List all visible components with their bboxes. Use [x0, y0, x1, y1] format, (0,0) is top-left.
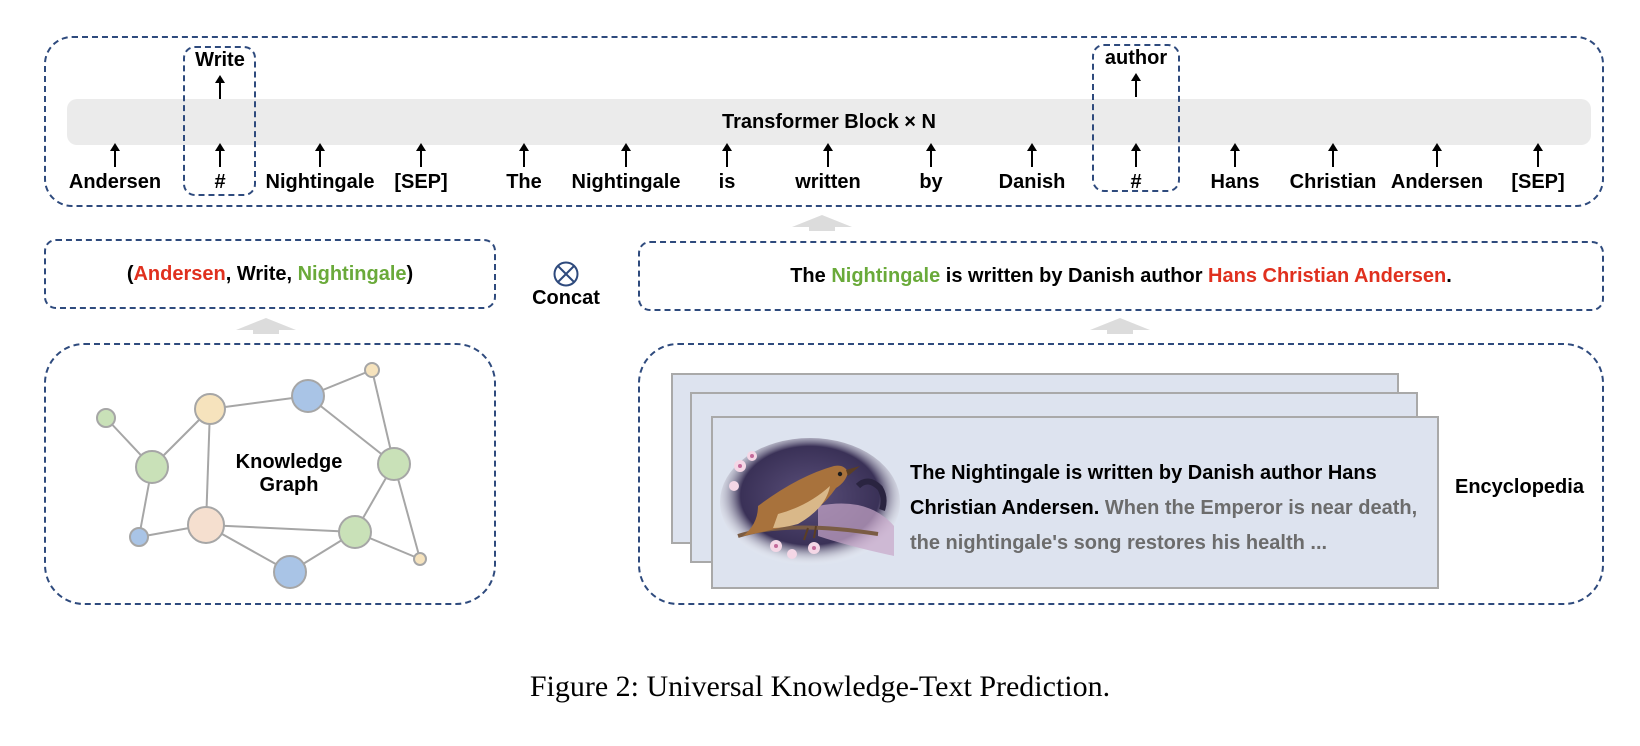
graph-node [129, 527, 149, 547]
graph-node [273, 555, 307, 589]
prediction-author: author [1104, 47, 1168, 69]
token-arrow [110, 143, 120, 167]
input-token: Nightingale [571, 171, 681, 193]
knowledge-graph-label-line1: Knowledge [235, 451, 343, 473]
input-token: is [718, 171, 736, 193]
triple-head-entity: Andersen [133, 262, 226, 285]
graph-node [364, 362, 380, 378]
encyclopedia-text-bold: The Nightingale is written by Danish aut… [910, 462, 1377, 519]
input-token: # [214, 171, 226, 193]
prediction-write: Write [195, 49, 245, 71]
input-token: Christian [1289, 171, 1377, 193]
token-arrow [1533, 143, 1543, 167]
token-arrow [823, 143, 833, 167]
input-token: Andersen [1390, 171, 1484, 193]
input-token: [SEP] [1511, 171, 1565, 193]
encyclopedia-text-gray: When the Emperor is near death, the nigh… [910, 497, 1418, 554]
transformer-block-label: Transformer Block × N [722, 110, 936, 133]
knowledge-graph-panel [44, 343, 496, 605]
knowledge-graph-label-line2: Graph [259, 474, 319, 496]
graph-node [291, 379, 325, 413]
up-arrow-to-transformer [792, 215, 852, 231]
graph-node [377, 447, 411, 481]
triple-text: (Andersen, Write, Nightingale) [44, 239, 496, 309]
input-token: Andersen [68, 171, 162, 193]
token-arrow [1230, 143, 1240, 167]
triple-close: ) [406, 262, 414, 285]
graph-node [96, 408, 116, 428]
input-token: [SEP] [394, 171, 448, 193]
sentence-part-2: is written by Danish author [940, 264, 1209, 287]
encyclopedia-panel [638, 343, 1604, 605]
encyclopedia-text: The Nightingale is written by Danish aut… [910, 456, 1435, 561]
token-arrow [416, 143, 426, 167]
input-token: The [506, 171, 542, 193]
prediction-arrow-write [215, 75, 225, 99]
nightingale-bird-image [720, 438, 900, 566]
triple-relation: , Write, [225, 262, 298, 285]
mask-box-write [183, 46, 256, 196]
triple-box [44, 239, 496, 309]
token-arrow [315, 143, 325, 167]
sentence-part-3: . [1446, 264, 1452, 287]
input-token: written [795, 171, 861, 193]
input-token: Nightingale [265, 171, 375, 193]
input-token: Danish [998, 171, 1066, 193]
mask-box-author [1092, 44, 1180, 192]
input-token: by [919, 171, 943, 193]
graph-node [187, 506, 225, 544]
knowledge-graph-label: Knowledge Graph [219, 451, 359, 497]
token-arrow [1328, 143, 1338, 167]
token-arrow [1131, 143, 1141, 167]
triple-open: ( [126, 262, 134, 285]
token-arrow [1027, 143, 1037, 167]
sentence-box [638, 241, 1604, 311]
concat-icon [553, 261, 579, 287]
sentence-part-1: The [790, 264, 832, 287]
sentence-entity-nightingale: Nightingale [831, 264, 941, 287]
token-arrow [1432, 143, 1442, 167]
transformer-panel [44, 36, 1604, 207]
transformer-block: Transformer Block × N [67, 99, 1591, 145]
sentence-entity-andersen: Hans Christian Andersen [1208, 264, 1447, 287]
graph-node [338, 515, 372, 549]
graph-node [135, 450, 169, 484]
token-arrow [519, 143, 529, 167]
knowledge-graph [96, 362, 427, 589]
token-arrow [215, 143, 225, 167]
input-token: # [1130, 171, 1142, 193]
encyclopedia-label: Encyclopedia [1455, 476, 1584, 498]
figure-caption: Figure 2: Universal Knowledge-Text Predi… [529, 670, 1111, 703]
up-arrow-from-graph [236, 318, 296, 334]
sentence-text: The Nightingale is written by Danish aut… [638, 241, 1604, 311]
triple-tail-entity: Nightingale [297, 262, 407, 285]
token-arrow [621, 143, 631, 167]
token-arrow [722, 143, 732, 167]
graph-node [194, 393, 226, 425]
concat-label: Concat [532, 287, 600, 309]
prediction-arrow-author [1131, 73, 1141, 97]
input-token: Hans [1210, 171, 1260, 193]
up-arrow-from-encyclopedia [1090, 318, 1150, 334]
token-arrow [926, 143, 936, 167]
graph-node [413, 552, 427, 566]
